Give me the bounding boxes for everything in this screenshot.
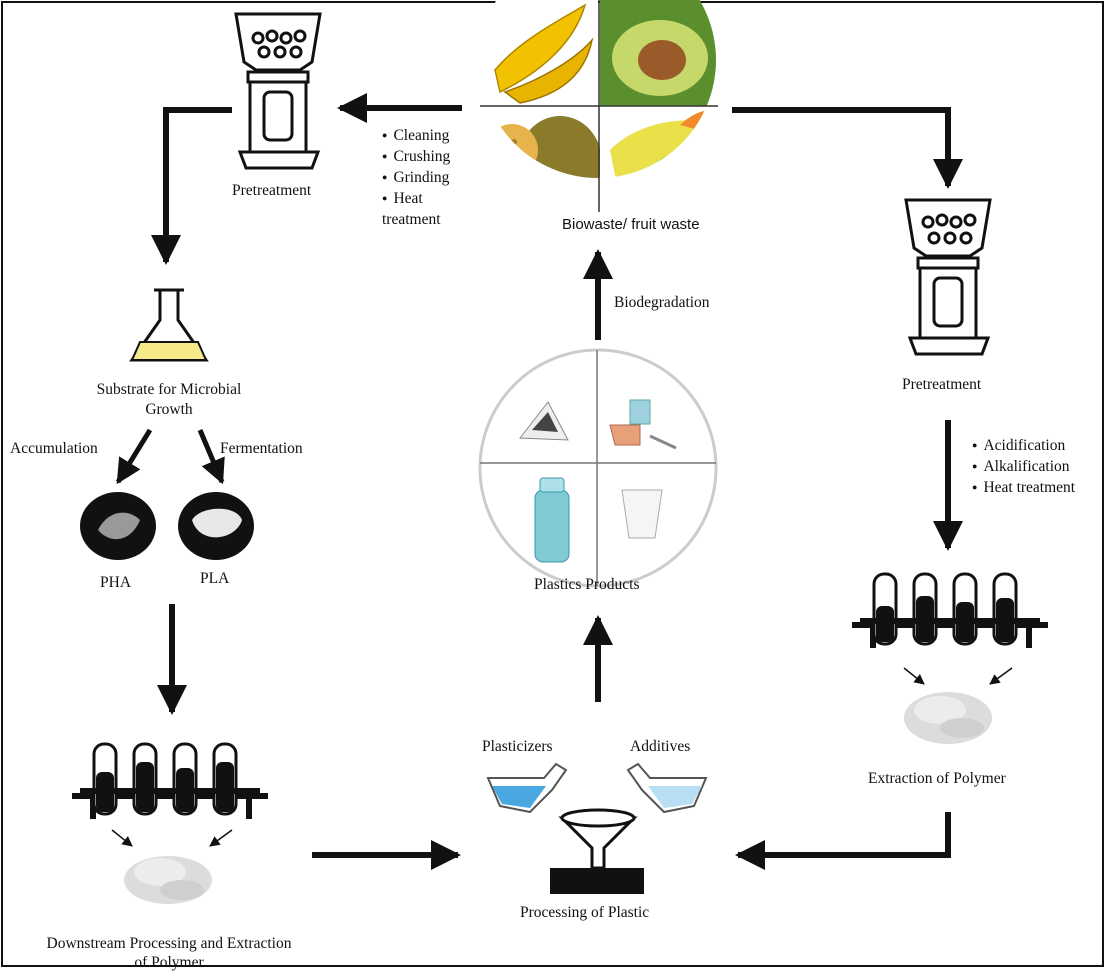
right-pretreatment-steps: Acidification Alkalification Heat treatm… <box>972 436 1075 499</box>
additives-label: Additives <box>630 738 691 755</box>
pha-disc-icon <box>80 492 156 560</box>
step-grinding: Grinding <box>382 168 460 189</box>
step-crushing: Crushing <box>382 147 460 168</box>
accumulation-label: Accumulation <box>10 440 98 457</box>
blender-icon-right <box>904 198 992 356</box>
arrow-left-pretreatment-down <box>151 107 232 265</box>
additives-beaker-icon <box>626 762 708 814</box>
substrate-flask-icon <box>129 288 209 362</box>
jackfruit-icon <box>518 116 602 178</box>
processing-label: Processing of Plastic <box>520 904 650 921</box>
plasticizers-label: Plasticizers <box>482 738 553 755</box>
banana-icon <box>494 3 587 94</box>
pla-label: PLA <box>200 570 230 587</box>
blender-icon-left <box>234 12 322 170</box>
extraction-label: Extraction of Polymer <box>868 770 1006 787</box>
powder-pile-right <box>904 692 992 744</box>
cup-icon <box>621 489 663 539</box>
step-heat-treatment: Heat treatment <box>382 189 460 229</box>
step-heat-treatment-right: Heat treatment <box>972 478 1075 499</box>
biowaste-label: Biowaste/ fruit waste <box>562 216 700 233</box>
plastic-products-collage <box>478 348 718 588</box>
pla-disc-icon <box>178 492 254 560</box>
powder-arrows-left <box>111 829 233 847</box>
bottle-icon <box>534 489 570 563</box>
left-pretreatment-steps: Cleaning Crushing Grinding Heat treatmen… <box>382 126 460 229</box>
plasticizers-beaker-icon <box>486 762 568 814</box>
fermentation-label: Fermentation <box>220 440 303 457</box>
arrow-fermentation <box>197 429 225 485</box>
powder-pile-left <box>124 856 212 904</box>
biodegradation-label: Biodegradation <box>614 294 710 311</box>
funnel-icon <box>550 808 644 894</box>
arrow-to-processing-right <box>735 812 951 870</box>
arrow-accumulation <box>115 428 153 485</box>
pha-label: PHA <box>100 574 132 591</box>
step-cleaning: Cleaning <box>382 126 460 147</box>
right-pretreatment-label: Pretreatment <box>902 376 982 393</box>
toy-bucket-icon <box>629 399 651 425</box>
left-pretreatment-label: Pretreatment <box>232 182 312 199</box>
fruit-waste-collage <box>480 0 716 178</box>
powder-arrows-right <box>903 667 1013 685</box>
plastics-products-label: Plastics Products <box>534 576 640 593</box>
downstream-label: Downstream Processing and Extraction of … <box>46 935 292 971</box>
arrow-to-right-pretreatment <box>732 107 963 189</box>
test-tube-rack-right <box>852 572 1048 648</box>
step-alkalification: Alkalification <box>972 457 1075 478</box>
substrate-label: Substrate for Microbial Growth <box>96 381 242 418</box>
step-acidification: Acidification <box>972 436 1075 457</box>
test-tube-rack-left <box>72 742 268 819</box>
